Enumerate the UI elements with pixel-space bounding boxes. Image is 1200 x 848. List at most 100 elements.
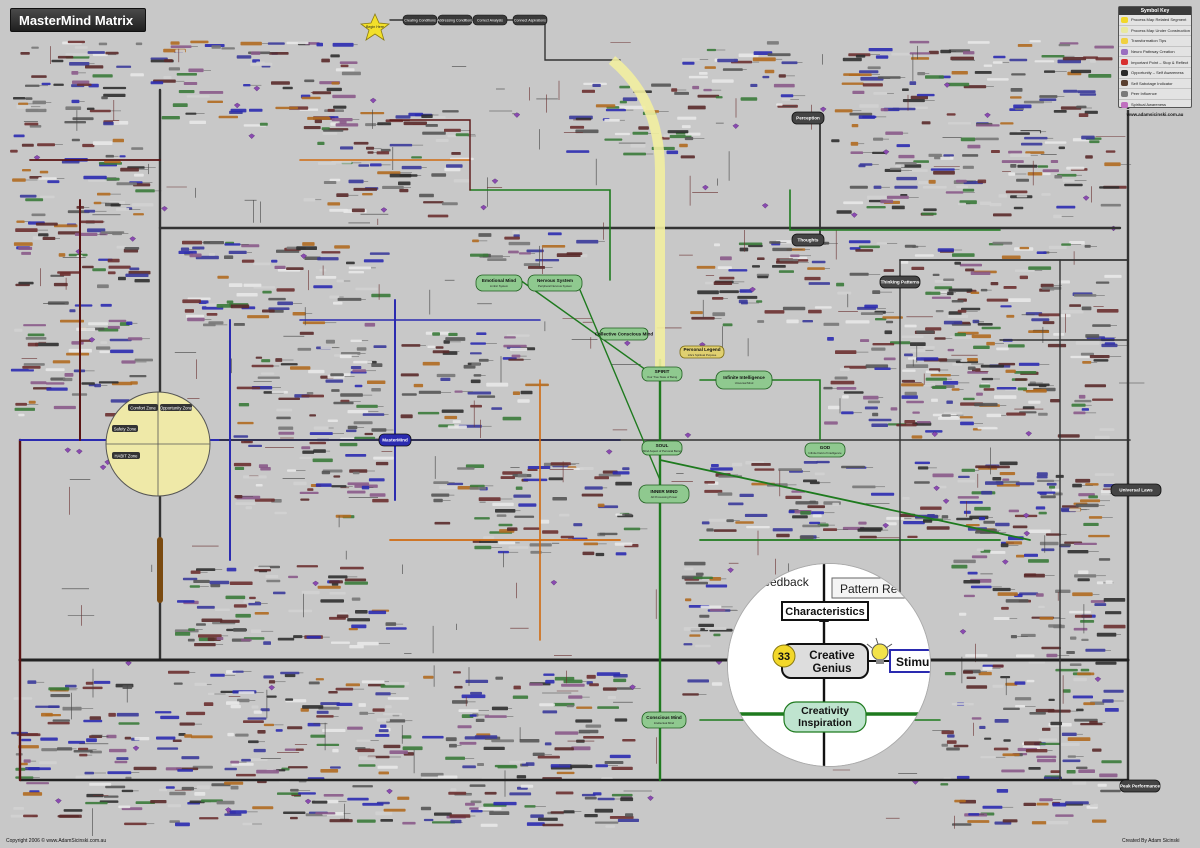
hub-node[interactable]: Perception xyxy=(792,112,824,124)
symbol-swatch-icon xyxy=(1121,102,1128,108)
hub-sublabel: Limbic System xyxy=(490,284,509,288)
symbol-key-label: Process Map Related Segment xyxy=(1131,17,1186,22)
symbol-key-label: Transformation Tips xyxy=(1131,38,1166,43)
magnifier-pattern: Pattern Re xyxy=(840,582,898,596)
hub-node[interactable]: Thoughts xyxy=(792,234,824,246)
magnifier-lens: Feedback Pattern Re Characteristics Crea… xyxy=(728,564,930,766)
magnifier-canvas: Feedback Pattern Re Characteristics Crea… xyxy=(728,564,930,766)
top-chain: Creating ConditionsAddressing Conditions… xyxy=(403,15,547,25)
top-chain-node[interactable]: Addressing Conditions xyxy=(437,15,473,25)
hub-sublabel: Intellectual Mind xyxy=(654,721,675,725)
symbol-key-item: Process Map Related Segment xyxy=(1119,15,1191,26)
symbol-key-item: Self Sabotage Indicator xyxy=(1119,79,1191,90)
hub-node[interactable]: Collective Conscious Mind xyxy=(595,328,654,340)
symbol-key-item: Process Map Under Construction xyxy=(1119,26,1191,37)
top-chain-label: Addressing Conditions xyxy=(437,19,473,23)
hub-node[interactable]: Universal Laws xyxy=(1111,484,1161,496)
symbol-key-item: Opportunity – Self Awareness xyxy=(1119,68,1191,79)
hub-label: Conscious Mind xyxy=(646,715,682,720)
begin-here-label: Begin Here xyxy=(366,25,384,29)
symbol-key-item: Neuro Pathway Creation xyxy=(1119,47,1191,58)
hub-node[interactable]: MasterMind xyxy=(379,434,411,446)
hub-node[interactable]: Peak Performance xyxy=(1120,780,1161,792)
symbol-key-item: Peer Influence xyxy=(1119,89,1191,100)
symbol-key-item: Transformation Tips xyxy=(1119,36,1191,47)
symbol-swatch-icon xyxy=(1121,59,1128,65)
magnifier-characteristics: Characteristics xyxy=(785,606,865,618)
hub-label: Nervous System xyxy=(537,278,573,283)
comfort-zone-diagram: Comfort Zone Opportunity Zone Safety Zon… xyxy=(106,392,210,496)
hub-label: Universal Laws xyxy=(1119,488,1153,493)
hub-sublabel: Peripheral Nervous System xyxy=(538,284,573,288)
symbol-swatch-icon xyxy=(1121,70,1128,76)
hub-label: Infinite Intelligence xyxy=(723,375,765,380)
footer-credit: Created By Adam Sicinski xyxy=(1122,838,1180,844)
hub-label: Thoughts xyxy=(798,238,819,243)
symbol-swatch-icon xyxy=(1121,27,1128,33)
symbol-swatch-icon xyxy=(1121,80,1128,86)
hub-label: SOUL xyxy=(656,443,669,448)
symbol-swatch-icon xyxy=(1121,17,1128,23)
hub-sublabel: Life's Spiritual Purpose xyxy=(688,353,717,357)
habit-zone-label: HABIT Zone xyxy=(115,454,139,459)
hub-label: Personal Legend xyxy=(683,347,720,352)
hub-node[interactable]: Thinking Patterns xyxy=(880,276,920,288)
top-chain-label: Correct Analysis xyxy=(477,19,503,23)
top-chain-node[interactable]: Correct Analysis xyxy=(473,15,507,25)
hub-label: INNER MIND xyxy=(650,489,678,494)
symbol-key-label: Self Sabotage Indicator xyxy=(1131,81,1173,86)
hub-label: Thinking Patterns xyxy=(881,280,920,285)
top-chain-node[interactable]: Connect Aspirations xyxy=(513,15,547,25)
footer-copyright: Copyright 2006 © www.AdamSicinski.com.au xyxy=(6,838,106,844)
symbol-key-url: www.adamsicinski.com.au xyxy=(1119,112,1191,117)
hub-label: Collective Conscious Mind xyxy=(595,332,654,337)
symbol-swatch-icon xyxy=(1121,91,1128,97)
symbol-key-label: Neuro Pathway Creation xyxy=(1131,49,1175,54)
hub-sublabel: Infinite Field of Intelligence xyxy=(808,451,842,455)
hub-sublabel: Universal Mind xyxy=(735,381,754,385)
symbol-key-label: Process Map Under Construction xyxy=(1131,28,1190,33)
comfort-zone-label: Comfort Zone xyxy=(130,406,156,411)
hub-label: Emotional Mind xyxy=(482,278,516,283)
top-chain-label: Creating Conditions xyxy=(404,19,436,23)
opportunity-zone-label: Opportunity Zone xyxy=(160,406,193,411)
symbol-key-label: Spiritual Awareness xyxy=(1131,102,1166,107)
symbol-key-title: Symbol Key xyxy=(1119,7,1191,15)
hub-sublabel: Mind Aspect of Personal Being xyxy=(643,449,682,453)
magnifier-badge: 33 xyxy=(778,651,790,663)
page-title: MasterMind Matrix xyxy=(10,8,146,32)
safety-zone-label: Safety Zone xyxy=(114,427,137,432)
hub-label: Perception xyxy=(796,116,820,121)
symbol-key-label: Important Point – Stop & Reflect xyxy=(1131,60,1188,65)
symbol-key-label: Opportunity – Self Awareness xyxy=(1131,70,1184,75)
hub-sublabel: Your True State of Being xyxy=(647,375,678,379)
symbol-swatch-icon xyxy=(1121,38,1128,44)
symbol-key-item: Spiritual Awareness xyxy=(1119,100,1191,111)
hub-label: MasterMind xyxy=(382,438,408,443)
symbol-key-label: Peer Influence xyxy=(1131,91,1157,96)
hub-label: SPIRIT xyxy=(655,369,670,374)
top-chain-label: Connect Aspirations xyxy=(514,19,546,23)
magnifier-genius: CreativeGenius xyxy=(809,650,854,675)
hub-label: GOD xyxy=(820,445,831,450)
symbol-key-list: Process Map Related SegmentProcess Map U… xyxy=(1119,15,1191,110)
hub-label: Peak Performance xyxy=(1120,784,1161,789)
hub-sublabel: All Processing Power xyxy=(651,495,677,499)
symbol-swatch-icon xyxy=(1121,49,1128,55)
symbol-key-item: Important Point – Stop & Reflect xyxy=(1119,57,1191,68)
top-chain-node[interactable]: Creating Conditions xyxy=(403,15,437,25)
magnifier-stimulus: Stimu xyxy=(896,655,929,669)
